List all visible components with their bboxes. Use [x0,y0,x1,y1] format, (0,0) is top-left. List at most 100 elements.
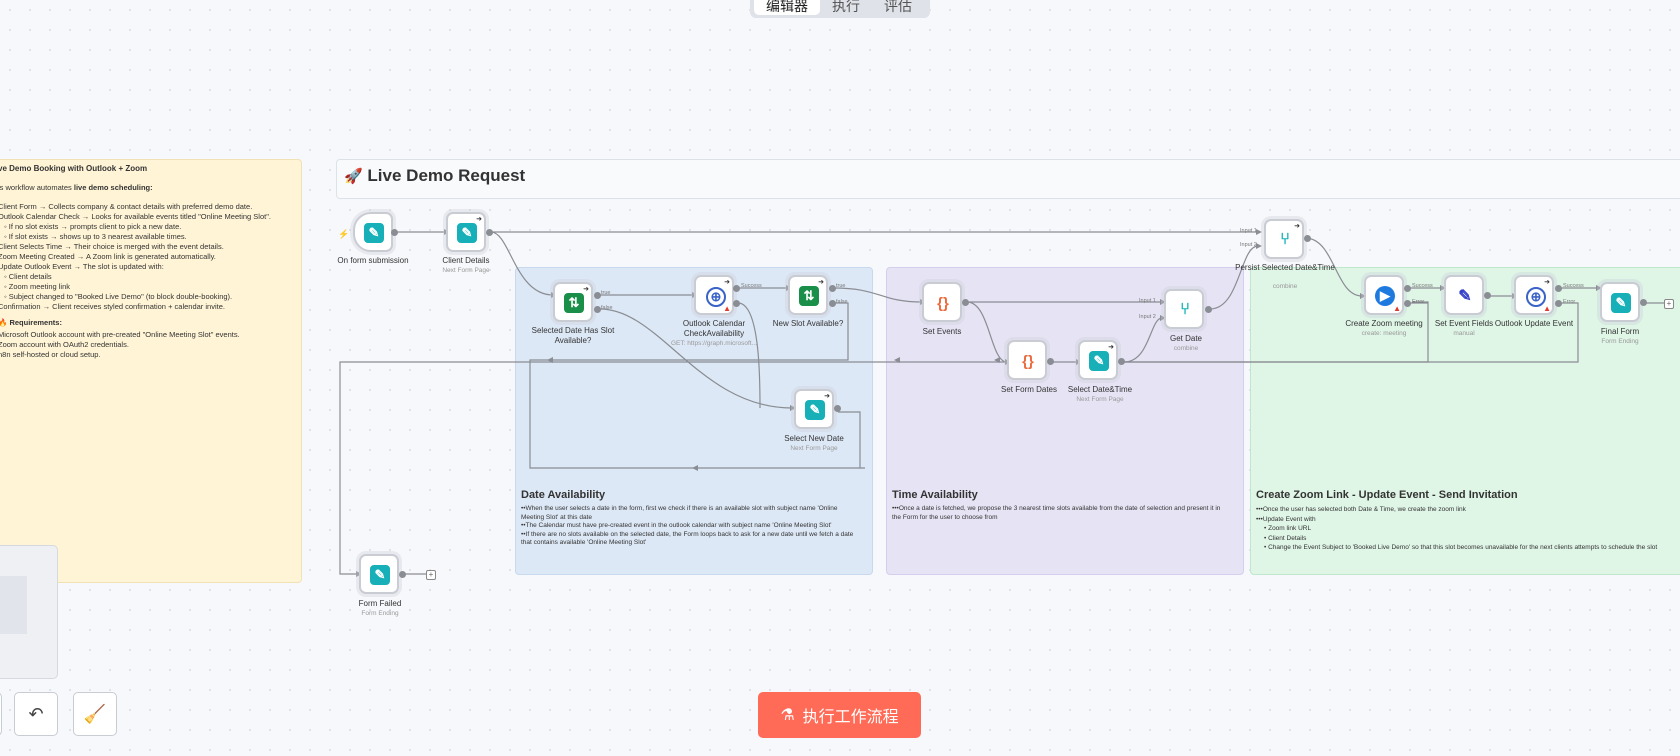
arrow-right-icon: ➜ [724,278,730,286]
form-icon: ✎ [1089,351,1109,371]
node-subtitle: combine [1230,283,1340,290]
output-port-success[interactable] [1555,285,1562,292]
node-create-zoom-meeting[interactable]: ▶▲ [1364,275,1404,315]
output-port-false[interactable] [594,306,601,313]
output-port[interactable] [391,229,398,236]
node-subtitle: manual [1409,330,1519,337]
node-label: New Slot Available? [753,319,863,329]
node-final-form[interactable]: ✎ [1600,282,1640,322]
node-label: Set Events [887,327,997,337]
node-label: Select New Date [759,434,869,444]
execute-workflow-button[interactable]: ⚗ 执行工作流程 [758,692,921,738]
node-set-event-fields[interactable]: ✎ [1444,275,1484,315]
node-label: Client Details [411,256,521,266]
output-port[interactable] [1304,235,1311,242]
edge-label-true: true [836,283,845,289]
arrow-right-icon: ➜ [1108,343,1114,351]
node-subtitle: Next Form Page [1045,396,1155,403]
output-port[interactable] [1484,292,1491,299]
output-port[interactable] [962,299,969,306]
edge-label-error: Error [1563,299,1575,305]
output-port-true[interactable] [829,285,836,292]
undo-button[interactable]: ↶ [14,692,58,736]
edge-label-false: false [836,299,848,305]
node-subtitle: GET: https://graph.microsoft... [659,340,769,347]
form-icon: ✎ [364,223,384,243]
edge-label-success: Success [1412,283,1433,289]
node-label: Select Date&Time [1045,385,1155,395]
output-port-error[interactable] [1404,300,1411,307]
warning-icon: ▲ [1543,304,1551,313]
output-port[interactable] [1640,299,1647,306]
node-outlook-calendar-check[interactable]: ⊕➜▲ [694,275,734,315]
broom-icon: 🧹 [84,704,106,725]
arrow-right-icon: ➜ [818,278,824,286]
minimap-panel[interactable] [0,545,58,679]
form-icon: ✎ [1611,293,1631,313]
merge-icon: ⑂ [1275,230,1295,250]
output-port-success[interactable] [1404,285,1411,292]
form-icon: ✎ [370,565,390,585]
edge-label-true: true [601,290,610,296]
node-label: Final Form [1565,327,1675,337]
add-node-button[interactable]: + [426,570,436,580]
output-port[interactable] [1118,358,1125,365]
arrow-right-icon: ➜ [1294,222,1300,230]
switch-icon: ⇅ [799,286,819,306]
output-port[interactable] [1205,306,1212,313]
node-client-details[interactable]: ✎➜ [446,212,486,252]
node-subtitle: combine [1131,345,1241,352]
output-port[interactable] [1047,358,1054,365]
minimap-viewport [0,576,27,634]
node-set-form-dates[interactable]: {} [1007,340,1047,380]
node-new-slot-available[interactable]: ⇅➜ [788,275,828,315]
output-port-true[interactable] [594,292,601,299]
node-label: Persist Selected Date&Time [1230,263,1340,273]
add-node-button[interactable]: + [1664,299,1674,309]
form-icon: ✎ [805,400,825,420]
output-port-error[interactable] [733,300,740,307]
node-label: Form Failed [325,599,435,609]
node-outlook-update-event[interactable]: ⊕➜▲ [1514,275,1554,315]
node-subtitle: Form Ending [1565,338,1675,345]
trigger-bolt-icon: ⚡ [338,229,349,240]
edge-label-input1: Input 1 [1139,298,1156,304]
output-port[interactable] [399,571,406,578]
code-icon: {} [933,293,953,313]
edge-label-input2: Input 2 [1139,314,1156,320]
edge-label-input2: Input 2 [1240,242,1257,248]
switch-icon: ⇅ [564,293,584,313]
node-on-form-submission[interactable]: ✎ [353,212,393,252]
edge-label-success: Success [1563,283,1584,289]
node-label: Get Date [1131,334,1241,344]
arrow-right-icon: ➜ [1544,278,1550,286]
node-select-date-time[interactable]: ✎➜ [1078,340,1118,380]
node-get-date[interactable]: ⑂ [1164,289,1204,329]
output-port[interactable] [834,405,841,412]
node-select-new-date[interactable]: ✎➜ [794,389,834,429]
edge-label-input1: Input 1 [1240,228,1257,234]
zoom-button-partial[interactable] [0,692,2,736]
pen-icon: ✎ [1455,286,1475,306]
node-subtitle: Next Form Page [411,267,521,274]
zoom-icon: ▶ [1375,286,1395,306]
node-form-failed[interactable]: ✎ [359,554,399,594]
output-port[interactable] [486,229,493,236]
merge-icon: ⑂ [1175,300,1195,320]
node-set-events[interactable]: {} [922,282,962,322]
arrow-right-icon: ➜ [476,215,482,223]
code-icon: {} [1018,351,1038,371]
node-subtitle: Form Ending [325,610,435,617]
arrow-right-icon: ➜ [824,392,830,400]
edge-label-success: Success [741,283,762,289]
output-port-success[interactable] [733,285,740,292]
node-label: Selected Date Has Slot Available? [518,326,628,346]
output-port-false[interactable] [829,300,836,307]
clear-execution-button[interactable]: 🧹 [73,692,117,736]
node-persist-selected[interactable]: ⑂➜ [1264,219,1304,259]
arrow-right-icon: ➜ [583,285,589,293]
node-selected-date-has-slot[interactable]: ⇅➜ [553,282,593,322]
warning-icon: ▲ [1393,304,1401,313]
output-port-error[interactable] [1555,300,1562,307]
